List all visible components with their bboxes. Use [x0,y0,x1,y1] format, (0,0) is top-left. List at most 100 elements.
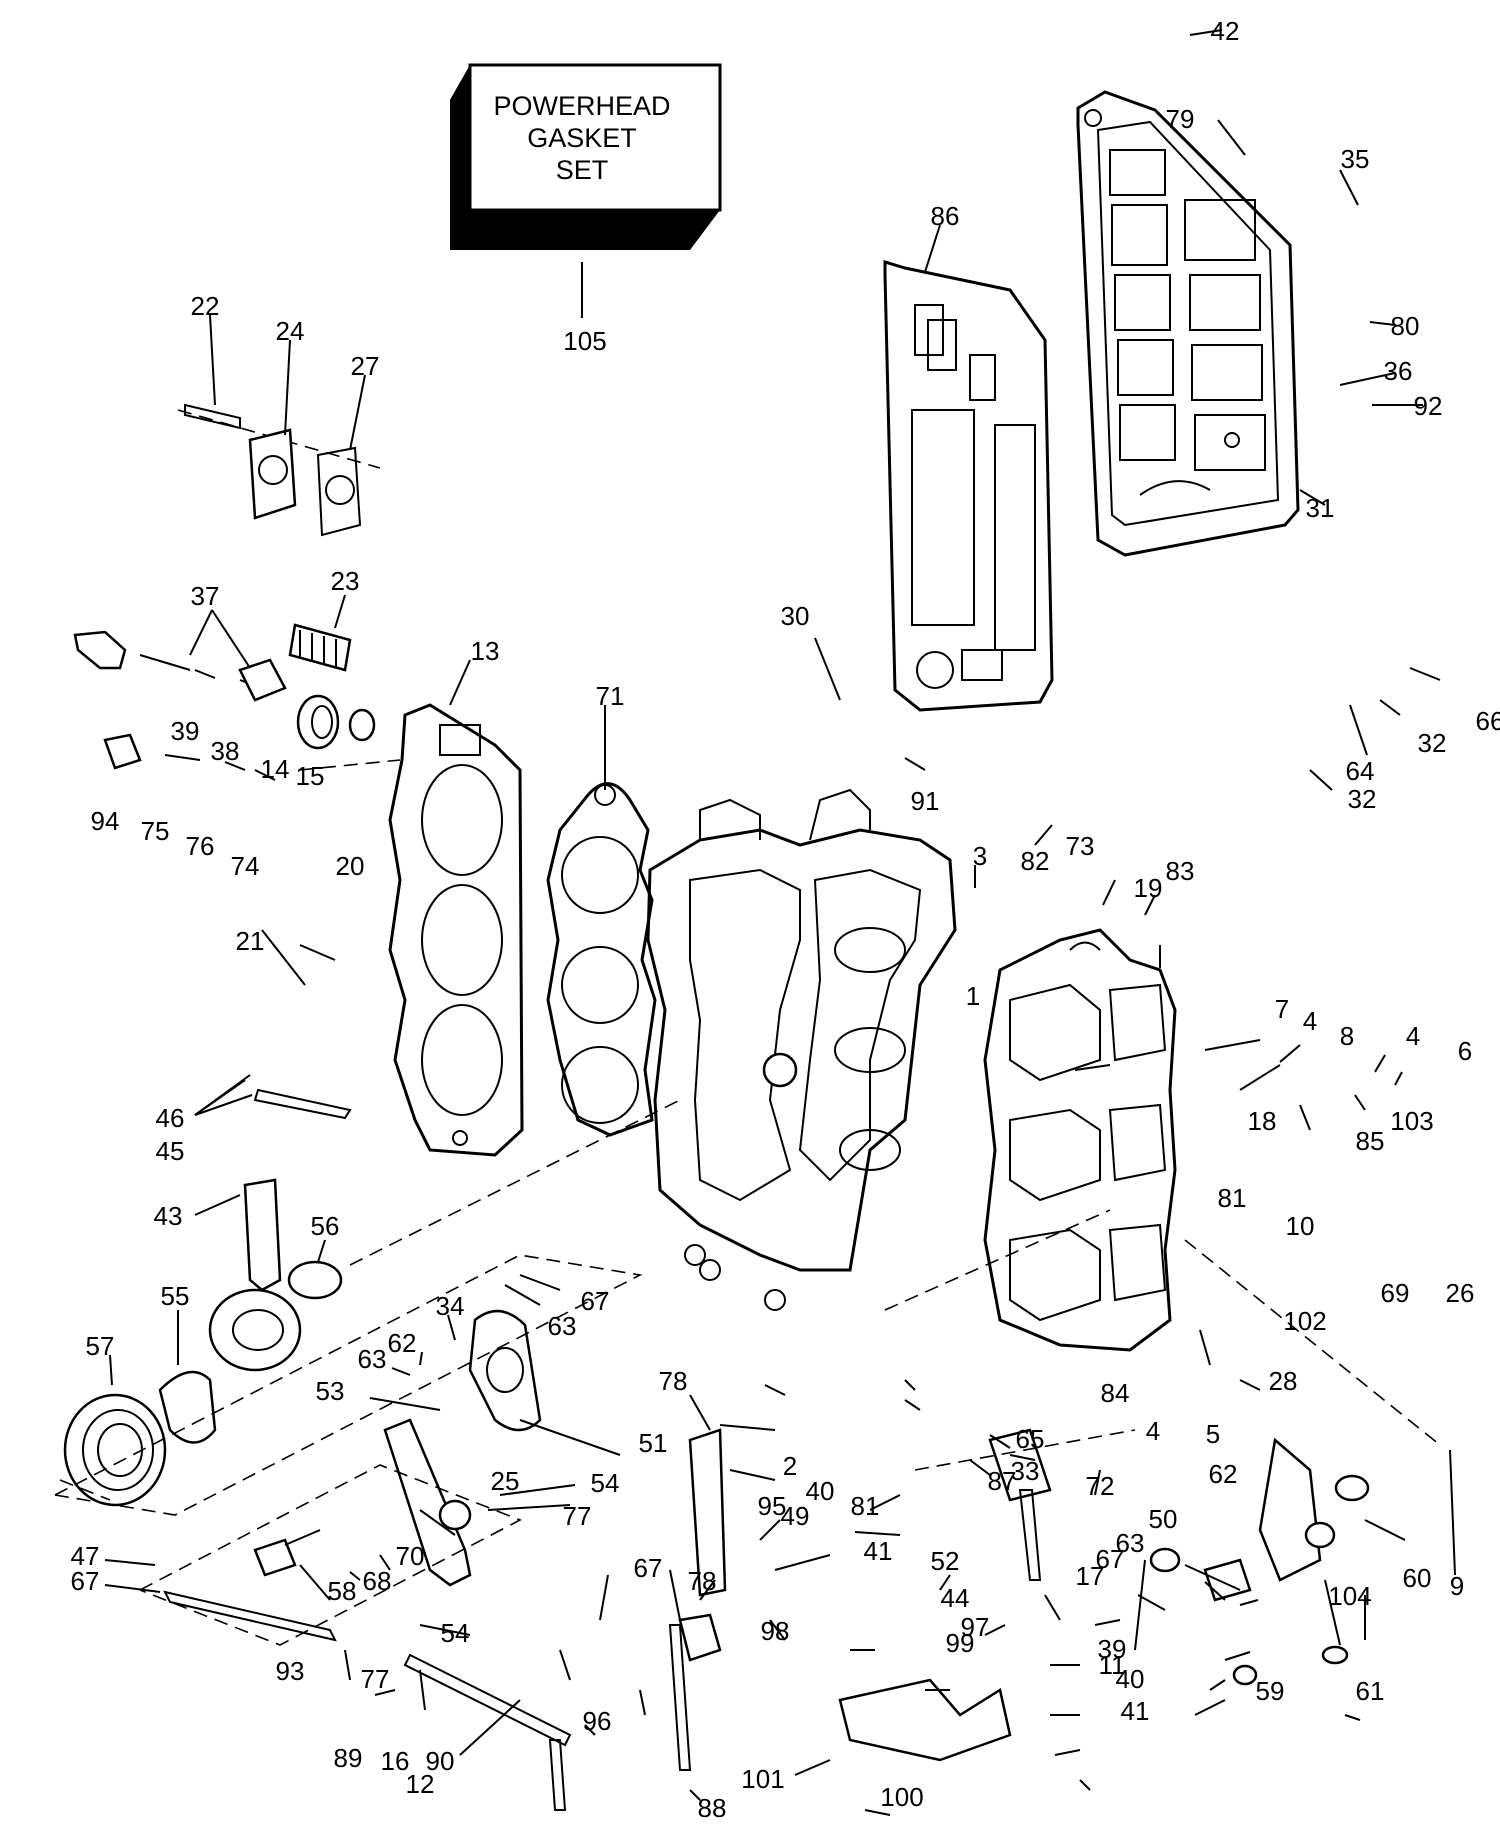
part-label: 20 [336,851,365,881]
part-label: 44 [941,1583,970,1613]
part-label: 63 [548,1311,577,1341]
part-label: 64 [1346,756,1375,786]
part-label: 32 [1348,784,1377,814]
part-label: 39 [1098,1634,1127,1664]
gasket-box-line2: GASKET [527,123,637,153]
part-label: 67 [71,1566,100,1596]
part-label: 37 [191,581,220,611]
part-label: 82 [1021,846,1050,876]
part-label: 74 [231,851,260,881]
gasket-box-line1: POWERHEAD [493,91,670,121]
part-label: 26 [1446,1278,1475,1308]
part-label: 61 [1356,1676,1385,1706]
part-label: 66 [1476,706,1500,736]
part-label: 4 [1303,1006,1317,1036]
part-label: 36 [1384,356,1413,386]
part-label: 9 [1450,1571,1464,1601]
part-label: 16 [381,1746,410,1776]
part-label: 38 [211,736,240,766]
part-label: 51 [639,1428,668,1458]
part-label: 54 [441,1618,470,1648]
part-label: 96 [583,1706,612,1736]
part-label: 81 [1218,1183,1247,1213]
part-label: 104 [1328,1581,1371,1611]
gasket-box-line3: SET [556,155,609,185]
part-label: 19 [1134,873,1163,903]
part-label: 71 [596,681,625,711]
part-label: 97 [961,1612,990,1642]
part-label: 93 [276,1656,305,1686]
part-label: 84 [1101,1378,1130,1408]
part-label: 63 [1116,1528,1145,1558]
part-label: 43 [154,1201,183,1231]
part-label: 42 [1211,16,1240,46]
part-label: 88 [698,1793,727,1823]
part-label: 78 [688,1566,717,1596]
part-label: 101 [741,1764,784,1794]
part-label: 76 [186,831,215,861]
part-label: 80 [1391,311,1420,341]
part-label: 95 [758,1491,787,1521]
part-label: 57 [86,1331,115,1361]
leader-lines [104,29,1456,1816]
part-label: 79 [1166,104,1195,134]
part-label: 2 [783,1451,797,1481]
part-label: 7 [1275,994,1289,1024]
part-label: 23 [331,566,360,596]
part-label: 15 [296,761,325,791]
part-label: 105 [563,326,606,356]
part-label: 41 [864,1536,893,1566]
part-label: 25 [491,1466,520,1496]
part-label: 100 [880,1782,923,1812]
part-label: 46 [156,1103,185,1133]
part-label: 21 [236,926,265,956]
part-label: 50 [1149,1504,1178,1534]
bypass-cover-parts [177,403,381,537]
part-label: 59 [1256,1676,1285,1706]
part-label: 92 [1414,391,1443,421]
part-label: 28 [1269,1366,1298,1396]
part-label: 73 [1066,831,1095,861]
part-label: 103 [1390,1106,1433,1136]
part-label: 67 [634,1553,663,1583]
part-label: 72 [1086,1471,1115,1501]
part-label: 98 [761,1616,790,1646]
part-label: 45 [156,1136,185,1166]
part-label: 33 [1011,1456,1040,1486]
thermostat-parts [73,623,401,781]
part-label: 53 [316,1376,345,1406]
part-label: 90 [426,1746,455,1776]
throttle-linkage-left [59,1088,352,1507]
part-label: 62 [1209,1459,1238,1489]
part-label: 35 [1341,144,1370,174]
part-label: 60 [1403,1563,1432,1593]
part-label: 89 [334,1743,363,1773]
lower-right-parts [838,1437,1370,1762]
part-label: 99 [946,1628,975,1658]
part-label: 67 [581,1286,610,1316]
part-label: 31 [1306,493,1335,523]
part-label: 3 [973,841,987,871]
part-label: 86 [931,201,960,231]
part-label: 83 [1166,856,1195,886]
part-label: 34 [436,1291,465,1321]
part-label: 1 [966,981,980,1011]
part-label: 6 [1458,1036,1472,1066]
part-label: 78 [659,1366,688,1396]
part-label: 81 [851,1491,880,1521]
part-label: 32 [1418,728,1447,758]
exhaust-cover-plate [1076,90,1300,557]
part-label: 94 [91,806,120,836]
part-label: 40 [1116,1664,1145,1694]
part-label: 40 [806,1476,835,1506]
part-label: 11 [1099,1650,1126,1680]
cylinder-block [646,788,957,1311]
part-label: 30 [781,601,810,631]
part-label: 8 [1340,1021,1354,1051]
part-label: 52 [931,1546,960,1576]
part-label: 69 [1381,1278,1410,1308]
part-label: 77 [361,1664,390,1694]
